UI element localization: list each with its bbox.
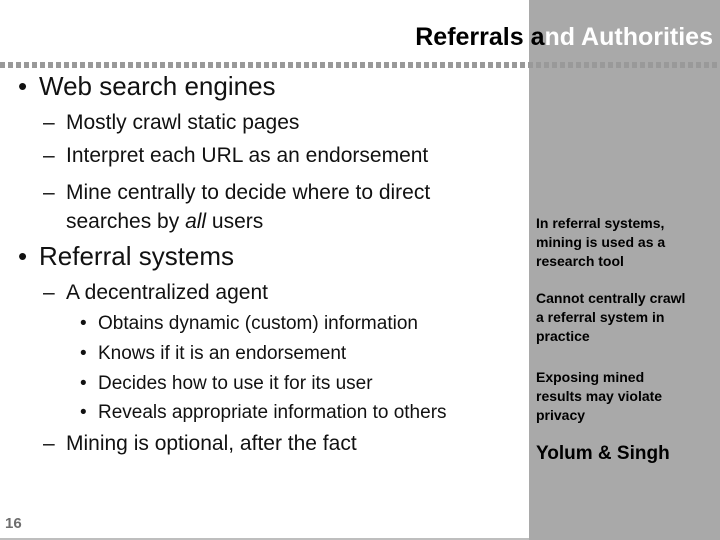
slide-title-left-part: Referrals a xyxy=(415,23,545,51)
bullet-item-text: Interpret each URL as an endorsement xyxy=(66,144,429,167)
text-part: Mine centrally to decide where to direct… xyxy=(66,181,431,233)
bullet-icon: • xyxy=(80,402,87,423)
dash-bullet-icon: – xyxy=(43,181,55,204)
bullet-item-text: Knows if it is an endorsement xyxy=(98,343,347,364)
bullet-item: – Mostly crawl static pages xyxy=(0,108,529,137)
page-number: 16 xyxy=(5,515,22,532)
bullet-icon: • xyxy=(80,343,87,364)
bullet-item: • Web search engines xyxy=(0,71,529,101)
bullet-item: – A decentralized agent xyxy=(0,278,529,307)
bullet-item-text: A decentralized agent xyxy=(66,281,268,304)
slide-title: Referrals and Authorities xyxy=(415,23,713,51)
slide-title-right-part: nd Authorities xyxy=(544,23,713,51)
sidebar-note: In referral systems, mining is used as a… xyxy=(536,215,666,269)
sidebar-note: Cannot centrally crawl a referral system… xyxy=(536,290,686,344)
bullet-item: – Mine centrally to decide where to dire… xyxy=(0,178,529,236)
dash-bullet-icon: – xyxy=(43,111,55,134)
bullet-icon: • xyxy=(80,313,87,334)
dash-bullet-icon: – xyxy=(43,281,55,304)
bullet-icon: • xyxy=(18,241,28,271)
bullet-icon: • xyxy=(18,71,28,101)
text-part: users xyxy=(206,210,264,233)
bullet-item: • Reveals appropriate information to oth… xyxy=(0,398,529,427)
dotted-separator xyxy=(0,62,720,68)
sidebar-note: Exposing mined results may violate priva… xyxy=(536,369,663,423)
bullet-item-text: Mostly crawl static pages xyxy=(66,111,300,134)
bullet-item-text: Obtains dynamic (custom) information xyxy=(98,313,418,334)
bullet-item: – Interpret each URL as an endorsement xyxy=(0,141,529,170)
bullet-item-text: Decides how to use it for its user xyxy=(98,373,373,394)
bullet-item-text: Web search engines xyxy=(39,71,276,101)
dash-bullet-icon: – xyxy=(43,432,55,455)
authors-label: Yolum & Singh xyxy=(536,443,670,464)
sidebar-panel: In referral systems, mining is used as a… xyxy=(529,0,720,540)
dash-bullet-icon: – xyxy=(43,144,55,167)
bullet-item-text: Mine centrally to decide where to direct… xyxy=(66,178,496,236)
bullet-item: • Knows if it is an endorsement xyxy=(0,339,529,368)
bullet-item: • Referral systems xyxy=(0,241,529,271)
bullet-item-text: Reveals appropriate information to other… xyxy=(98,402,447,423)
bullet-item-text: Referral systems xyxy=(39,241,235,271)
bullet-icon: • xyxy=(80,373,87,394)
bullet-item: • Decides how to use it for its user xyxy=(0,369,529,398)
bottom-edge-line xyxy=(0,538,720,540)
italic-word: all xyxy=(185,210,207,233)
bullet-item: • Obtains dynamic (custom) information xyxy=(0,309,529,338)
bullet-item: – Mining is optional, after the fact xyxy=(0,429,529,458)
bullet-item-text: Mining is optional, after the fact xyxy=(66,432,357,455)
